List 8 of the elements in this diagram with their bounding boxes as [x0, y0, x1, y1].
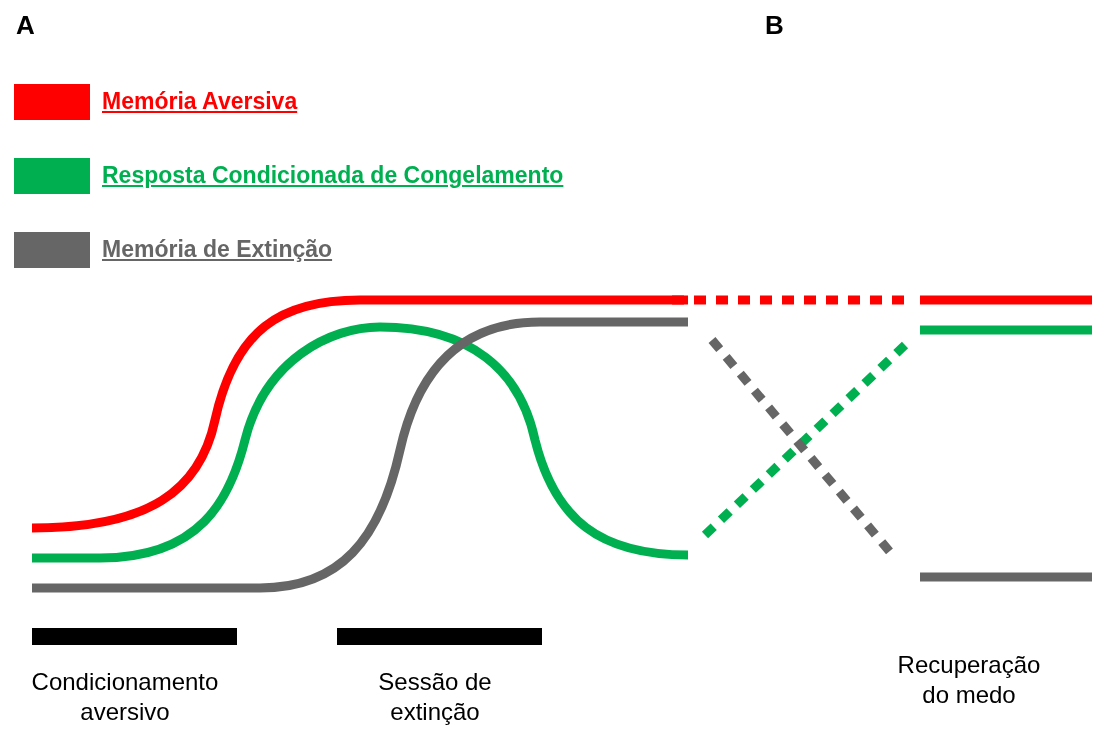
legend-label: Resposta Condicionada de Congelamento [102, 162, 564, 189]
phase-label: Sessão de extinção [377, 667, 493, 727]
phase-label: Condicionamento aversivo [30, 667, 220, 727]
panel-letter: A [16, 10, 35, 41]
legend-label: Memória Aversiva [102, 88, 298, 115]
panel-letter: B [765, 10, 784, 41]
phase-label: Recuperação do medo [896, 650, 1042, 710]
legend-label: Memória de Extinção [102, 236, 333, 263]
